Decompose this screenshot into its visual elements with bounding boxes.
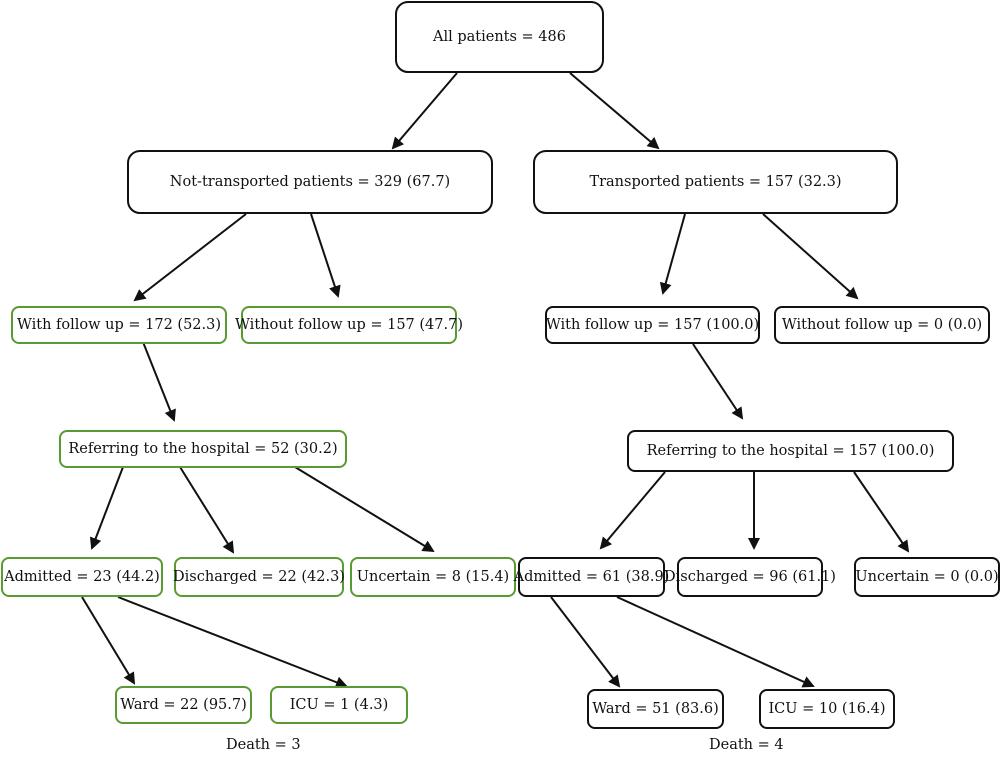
arrow-t-admitted-to-ward <box>550 596 621 688</box>
node-nt-ward: Ward = 22 (95.7) <box>115 686 252 724</box>
arrow-nt-admitted-to-ward <box>81 596 136 685</box>
arrow-t-follow-up-to-referring <box>692 343 744 420</box>
t-death-count: Death = 4 <box>709 737 784 753</box>
nt-death-count: Death = 3 <box>226 737 301 753</box>
node-t-ward: Ward = 51 (83.6) <box>587 689 724 729</box>
node-t-discharged: Discharged = 96 (61.1) <box>664 557 836 597</box>
node-nt-icu: ICU = 1 (4.3) <box>270 686 408 724</box>
arrow-all-to-not-transported <box>391 72 458 150</box>
node-t-without-follow-up: Without follow up = 0 (0.0) <box>774 306 990 344</box>
node-nt-with-follow-up: With follow up = 172 (52.3) <box>11 306 227 344</box>
node-nt-without-follow-up: Without follow up = 157 (47.7) <box>235 306 463 344</box>
arrow-nt-referring-to-uncertain <box>294 466 435 553</box>
node-nt-discharged: Discharged = 22 (42.3) <box>173 557 345 597</box>
node-not-transported: Not-transported patients = 329 (67.7) <box>127 150 493 214</box>
node-t-uncertain: Uncertain = 0 (0.0) <box>854 557 1000 597</box>
node-t-icu: ICU = 10 (16.4) <box>759 689 895 729</box>
arrow-all-to-transported <box>569 72 660 150</box>
arrow-t-to-without-follow-up <box>762 213 859 300</box>
node-nt-referring-hospital: Referring to the hospital = 52 (30.2) <box>59 430 347 468</box>
node-t-admitted: Admitted = 61 (38.9) <box>514 557 669 597</box>
arrow-nt-referring-to-admitted <box>89 466 124 550</box>
node-all-patients: All patients = 486 <box>395 1 604 73</box>
arrow-t-admitted-to-icu <box>616 596 815 688</box>
arrow-t-to-with-follow-up <box>659 213 686 295</box>
node-t-with-follow-up: With follow up = 157 (100.0) <box>545 306 760 344</box>
node-nt-uncertain: Uncertain = 8 (15.4) <box>350 557 516 597</box>
arrow-nt-to-with-follow-up <box>133 213 247 302</box>
arrow-nt-referring-to-discharged <box>179 466 235 554</box>
arrow-t-referring-to-admitted <box>599 471 666 550</box>
arrow-t-referring-to-uncertain <box>853 471 910 553</box>
node-nt-admitted: Admitted = 23 (44.2) <box>1 557 163 597</box>
node-t-referring-hospital: Referring to the hospital = 157 (100.0) <box>627 430 954 472</box>
arrow-nt-to-without-follow-up <box>310 213 341 298</box>
arrow-nt-admitted-to-icu <box>117 596 348 688</box>
arrow-nt-follow-up-to-referring <box>142 341 176 422</box>
node-transported: Transported patients = 157 (32.3) <box>533 150 898 214</box>
